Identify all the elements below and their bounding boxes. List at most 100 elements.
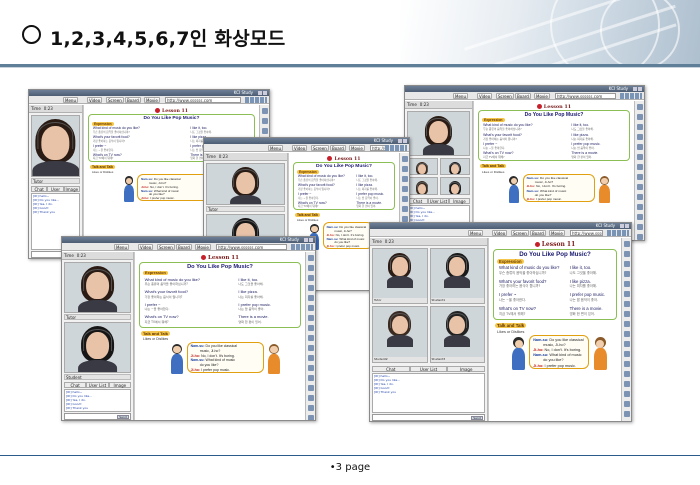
video-tile[interactable]: Tutor — [372, 248, 428, 305]
tool-icon[interactable] — [624, 361, 630, 367]
tab-chat[interactable]: Chat — [31, 186, 48, 192]
tab-chat[interactable]: Chat — [64, 382, 87, 388]
video-tile[interactable]: Student2 — [372, 306, 428, 363]
nav-movie-button[interactable]: Movie — [195, 244, 211, 250]
tool-icon[interactable] — [308, 255, 314, 261]
tool-icon[interactable] — [624, 381, 630, 387]
video-tile[interactable]: Student3 — [429, 306, 485, 363]
close-icon[interactable] — [625, 224, 629, 228]
tool-icon[interactable] — [308, 375, 314, 381]
tool-icon[interactable] — [402, 216, 408, 222]
nav-board-button[interactable]: Board — [125, 97, 141, 103]
tool-icon[interactable] — [402, 196, 408, 202]
tool-icon[interactable] — [402, 156, 408, 162]
tab-user-list[interactable]: User List — [47, 186, 64, 198]
close-icon[interactable] — [309, 238, 313, 242]
tool-icon[interactable] — [637, 234, 643, 240]
tool-icon[interactable] — [308, 345, 314, 351]
tool-icon[interactable] — [308, 335, 314, 341]
nav-video-button[interactable]: Video — [477, 93, 493, 99]
tool-icon[interactable] — [637, 134, 643, 140]
address-field[interactable]: http://www.ssssss.com — [570, 230, 603, 236]
menu-button[interactable]: Menu — [453, 93, 468, 99]
tool-icon[interactable] — [637, 154, 643, 160]
tool-icon[interactable] — [262, 108, 268, 114]
nav-movie-button[interactable]: Movie — [534, 93, 550, 99]
tool-icon[interactable] — [308, 385, 314, 391]
minimize-icon[interactable] — [398, 139, 402, 143]
tool-icon[interactable] — [624, 331, 630, 337]
tool-icon[interactable] — [308, 355, 314, 361]
nav-screen-button[interactable]: Screen — [511, 230, 529, 236]
tool-icon[interactable] — [637, 174, 643, 180]
tool-icon[interactable] — [637, 104, 643, 110]
send-button[interactable]: Send — [117, 415, 129, 419]
tool-icon[interactable] — [308, 265, 314, 271]
tab-image[interactable]: Image — [63, 186, 80, 192]
tool-icon[interactable] — [637, 214, 643, 220]
tool-icon[interactable] — [637, 224, 643, 230]
student-tile[interactable] — [407, 158, 438, 176]
nav-screen-button[interactable]: Screen — [157, 244, 175, 250]
window-titlebar[interactable]: KCI Study — [405, 86, 644, 92]
tab-user-list[interactable]: User List — [409, 365, 448, 372]
nav-board-button[interactable]: Board — [530, 230, 546, 236]
tool-icon[interactable] — [624, 401, 630, 407]
tab-chat[interactable]: Chat — [407, 197, 428, 204]
tool-icon[interactable] — [624, 251, 630, 257]
tab-image[interactable]: Image — [447, 365, 486, 372]
nav-board-button[interactable]: Board — [515, 93, 531, 99]
tool-icon[interactable] — [308, 325, 314, 331]
minimize-icon[interactable] — [620, 224, 624, 228]
close-icon[interactable] — [403, 139, 407, 143]
toolbar-icons[interactable] — [245, 97, 267, 103]
tutor-video[interactable] — [64, 262, 131, 313]
tool-icon[interactable] — [308, 315, 314, 321]
tool-icon[interactable] — [624, 241, 630, 247]
tool-icon[interactable] — [637, 184, 643, 190]
tab-user-list[interactable]: User List — [428, 197, 449, 204]
window-titlebar[interactable]: KCI Study — [370, 223, 631, 229]
window-titlebar[interactable]: KCI Study — [29, 90, 269, 96]
tool-icon[interactable] — [402, 206, 408, 212]
tool-icon[interactable] — [624, 281, 630, 287]
tool-icon[interactable] — [262, 128, 268, 134]
nav-screen-button[interactable]: Screen — [496, 93, 514, 99]
nav-screen-button[interactable]: Screen — [106, 97, 124, 103]
tutor-video[interactable] — [31, 115, 80, 177]
tool-icon[interactable] — [624, 301, 630, 307]
tool-icon[interactable] — [308, 295, 314, 301]
tab-image[interactable]: Image — [108, 382, 131, 388]
nav-screen-button[interactable]: Screen — [311, 145, 329, 151]
tool-icon[interactable] — [624, 291, 630, 297]
nav-video-button[interactable]: Video — [492, 230, 508, 236]
close-icon[interactable] — [263, 91, 267, 95]
tool-icon[interactable] — [637, 204, 643, 210]
address-field[interactable]: http://www.ssssss.com — [216, 244, 287, 250]
chat-log[interactable]: [ID] hello~[ID] Do you like...[ID] Yes, … — [64, 389, 131, 412]
toolbar-icons[interactable] — [385, 145, 407, 151]
tool-icon[interactable] — [308, 405, 314, 411]
minimize-icon[interactable] — [258, 91, 262, 95]
tab-image[interactable]: Image — [449, 197, 470, 204]
nav-board-button[interactable]: Board — [176, 244, 192, 250]
nav-movie-button[interactable]: Movie — [349, 145, 365, 151]
student-tile[interactable] — [439, 158, 470, 176]
chat-input[interactable]: Send — [372, 414, 485, 421]
tool-icon[interactable] — [624, 341, 630, 347]
tutor-video[interactable] — [407, 111, 470, 157]
nav-movie-button[interactable]: Movie — [144, 97, 160, 103]
student-tile[interactable] — [407, 177, 438, 195]
tool-icon[interactable] — [637, 124, 643, 130]
tool-icon[interactable] — [308, 285, 314, 291]
close-icon[interactable] — [638, 87, 642, 91]
tool-icon[interactable] — [637, 114, 643, 120]
video-tile[interactable]: Student1 — [429, 248, 485, 305]
tool-icon[interactable] — [308, 365, 314, 371]
tool-icon[interactable] — [402, 186, 408, 192]
toolbar-icons[interactable] — [291, 244, 313, 250]
minimize-icon[interactable] — [633, 87, 637, 91]
tool-icon[interactable] — [262, 118, 268, 124]
